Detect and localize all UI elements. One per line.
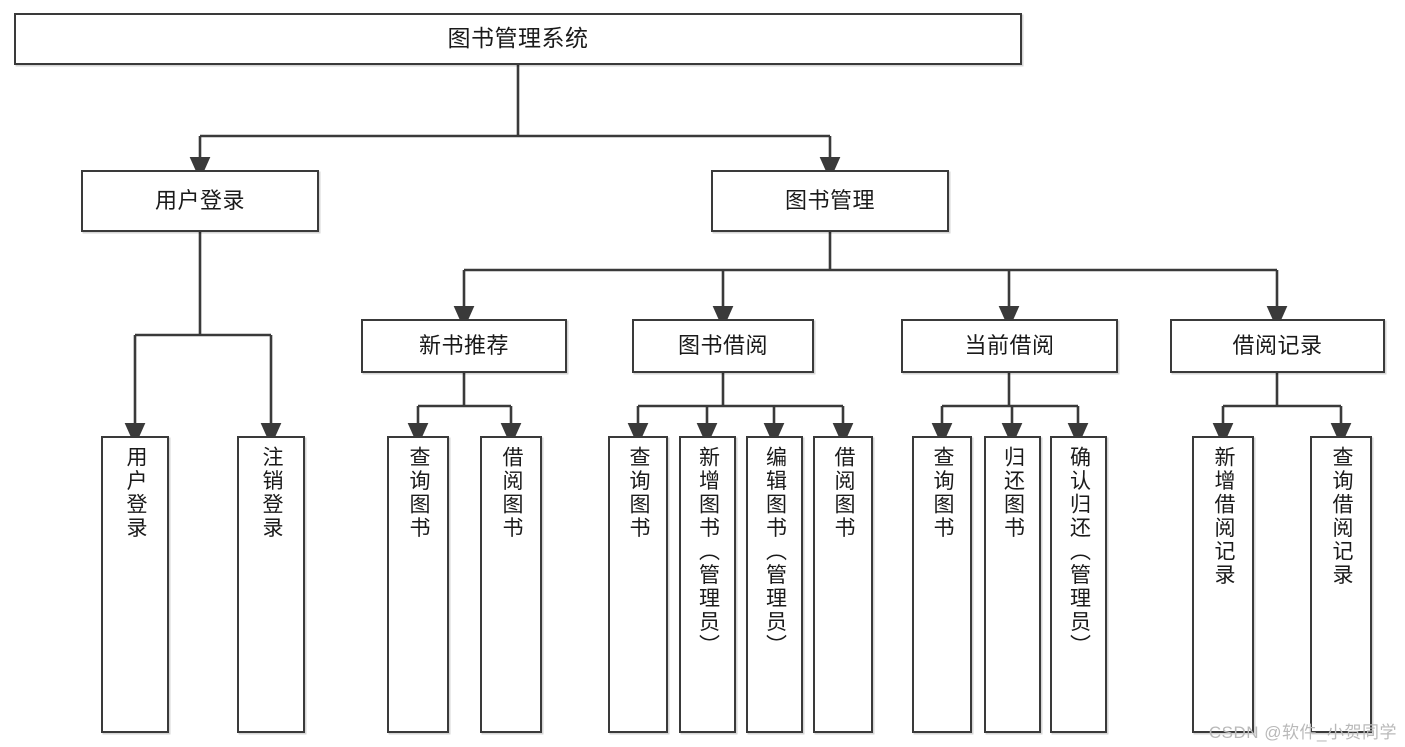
node-root-label: 图书管理系统: [447, 25, 589, 52]
node-leaf-borrow-book-2-label: 借阅图书: [832, 446, 856, 540]
node-borrow-record[interactable]: 借阅记录: [1170, 319, 1385, 373]
node-book-borrow-label: 图书借阅: [677, 333, 768, 359]
node-borrow-record-label: 借阅记录: [1232, 333, 1323, 359]
node-leaf-return-book[interactable]: 归还图书: [984, 436, 1041, 733]
node-book-manage[interactable]: 图书管理: [711, 170, 949, 232]
node-leaf-query-book-3-label: 查询图书: [931, 446, 955, 540]
node-leaf-edit-book[interactable]: 编辑图书（管理员）: [746, 436, 803, 733]
node-leaf-borrow-book-1-label: 借阅图书: [500, 446, 524, 540]
node-leaf-add-book[interactable]: 新增图书（管理员）: [679, 436, 736, 733]
node-leaf-query-book-1[interactable]: 查询图书: [387, 436, 449, 733]
node-leaf-query-book-1-label: 查询图书: [407, 446, 431, 540]
node-leaf-borrow-book-1[interactable]: 借阅图书: [480, 436, 542, 733]
node-book-manage-label: 图书管理: [784, 188, 875, 214]
node-leaf-user-login[interactable]: 用户登录: [101, 436, 169, 733]
node-leaf-user-logout[interactable]: 注销登录: [237, 436, 305, 733]
node-root[interactable]: 图书管理系统: [14, 13, 1022, 65]
csdn-watermark: CSDN @软件_小贺同学: [1208, 723, 1397, 742]
node-leaf-user-login-label: 用户登录: [124, 446, 148, 540]
node-leaf-query-book-2[interactable]: 查询图书: [608, 436, 668, 733]
node-leaf-confirm-return[interactable]: 确认归还（管理员）: [1050, 436, 1107, 733]
node-leaf-query-book-2-label: 查询图书: [627, 446, 651, 540]
node-user-login-label: 用户登录: [154, 188, 245, 214]
node-leaf-return-book-label: 归还图书: [1001, 446, 1025, 540]
node-leaf-query-book-3[interactable]: 查询图书: [912, 436, 972, 733]
node-new-book-rec-label: 新书推荐: [418, 333, 509, 359]
node-leaf-edit-book-label: 编辑图书（管理员）: [763, 446, 787, 658]
node-book-borrow[interactable]: 图书借阅: [632, 319, 814, 373]
node-leaf-query-record-label: 查询借阅记录: [1330, 446, 1354, 587]
node-leaf-user-logout-label: 注销登录: [260, 446, 284, 540]
node-current-borrow[interactable]: 当前借阅: [901, 319, 1118, 373]
node-leaf-add-record-label: 新增借阅记录: [1212, 446, 1236, 587]
node-leaf-confirm-return-label: 确认归还（管理员）: [1067, 446, 1091, 658]
node-current-borrow-label: 当前借阅: [964, 333, 1055, 359]
node-leaf-add-book-label: 新增图书（管理员）: [696, 446, 720, 658]
node-leaf-add-record[interactable]: 新增借阅记录: [1192, 436, 1254, 733]
node-new-book-rec[interactable]: 新书推荐: [361, 319, 567, 373]
node-leaf-borrow-book-2[interactable]: 借阅图书: [813, 436, 873, 733]
node-leaf-query-record[interactable]: 查询借阅记录: [1310, 436, 1372, 733]
node-user-login[interactable]: 用户登录: [81, 170, 319, 232]
